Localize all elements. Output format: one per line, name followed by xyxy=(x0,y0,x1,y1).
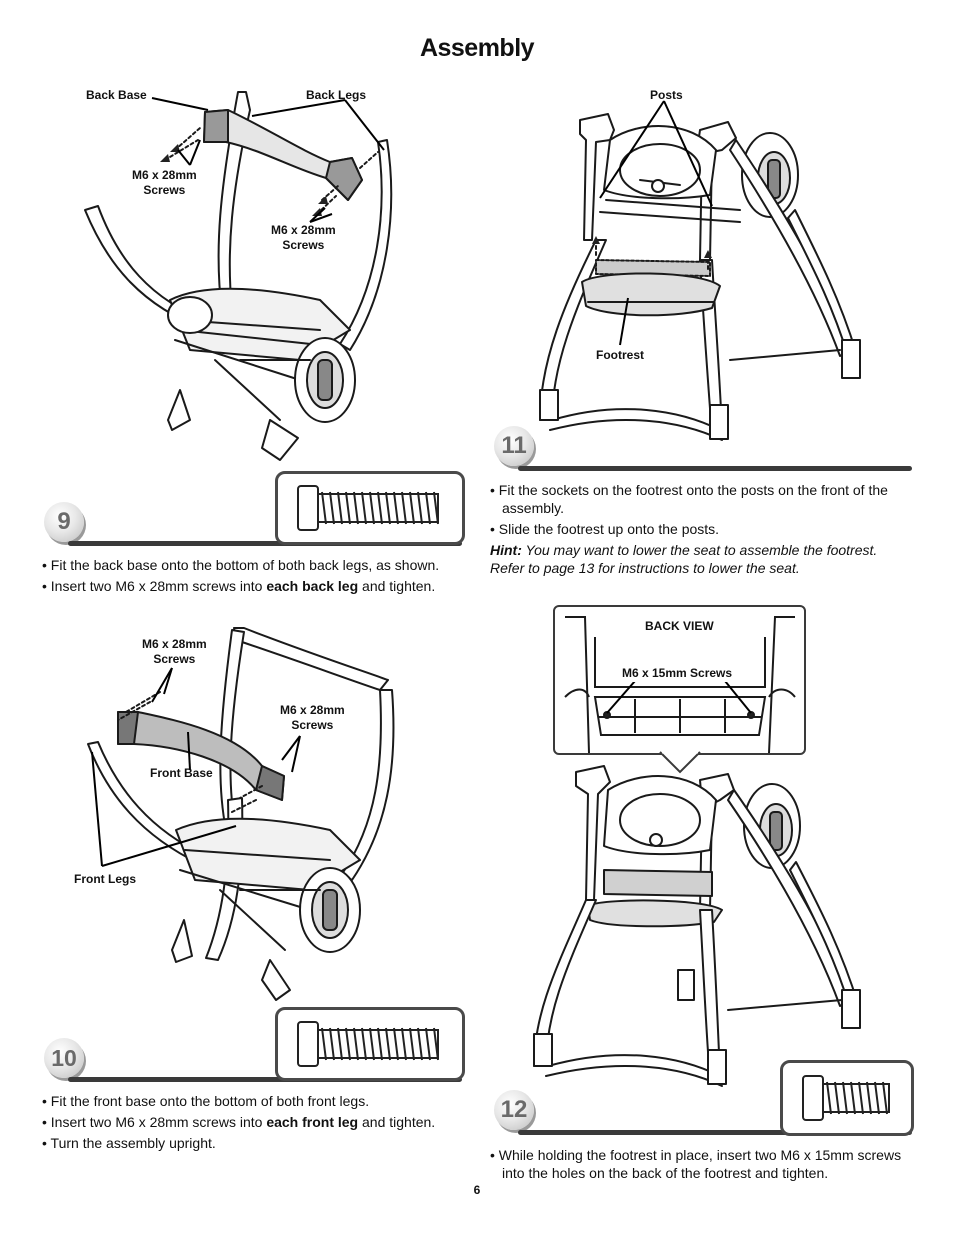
step11-bullet-1-text: Fit the sockets on the footrest onto the… xyxy=(498,482,888,516)
step10-bullet-2-post: and tighten. xyxy=(358,1114,436,1130)
label-screws-12: M6 x 15mm Screws xyxy=(617,665,738,682)
label-screws-10a-line2: Screws xyxy=(153,652,196,666)
step10-number: 10 xyxy=(51,1044,77,1071)
step11-number: 11 xyxy=(501,432,527,459)
step12-instructions: • While holding the footrest in place, i… xyxy=(490,1146,914,1185)
step10-screw-actual-size xyxy=(275,1007,465,1081)
step9-instructions: • Fit the back base onto the bottom of b… xyxy=(42,556,462,598)
step10-bullet-2-pre: Insert two M6 x 28mm screws into xyxy=(50,1114,267,1130)
label-screws-9b-line2: Screws xyxy=(282,238,325,252)
step11-hint-label: Hint: xyxy=(490,542,522,558)
label-back-base: Back Base xyxy=(86,88,147,102)
step10-bullet-1: • Fit the front base onto the bottom of … xyxy=(42,1093,370,1109)
step9-bullet-1: • Fit the back base onto the bottom of b… xyxy=(42,557,440,573)
label-screws-9b-line1: M6 x 28mm xyxy=(271,223,336,237)
step9-bullet-2: • Insert two M6 x 28mm screws into each … xyxy=(42,578,436,594)
step11-hint: Hint: You may want to lower the seat to … xyxy=(490,541,910,577)
label-screws-9a-line2: Screws xyxy=(143,183,186,197)
step10-bullet-2-bold: each front leg xyxy=(266,1114,359,1130)
step9-bullet-1-text: Fit the back base onto the bottom of bot… xyxy=(50,557,440,573)
step10-bullet-3: • Turn the assembly upright. xyxy=(42,1135,216,1151)
label-screws-10a-line1: M6 x 28mm xyxy=(142,637,207,651)
label-footrest: Footrest xyxy=(596,348,644,362)
label-screws-10a: M6 x 28mm Screws xyxy=(142,637,207,667)
label-screws-9a-line1: M6 x 28mm xyxy=(132,168,197,182)
step11-hint-text: You may want to lower the seat to assemb… xyxy=(490,542,878,576)
step9-bullet-2-bold: each back leg xyxy=(266,578,359,594)
label-posts: Posts xyxy=(650,88,683,102)
step10-instructions: • Fit the front base onto the bottom of … xyxy=(42,1092,462,1155)
step11-bullet-2: • Slide the footrest up onto the posts. xyxy=(490,521,720,537)
step9-bullet-2-post: and tighten. xyxy=(358,578,436,594)
label-front-base: Front Base xyxy=(150,766,213,780)
step11-rule xyxy=(518,466,912,471)
label-screws-10b: M6 x 28mm Screws xyxy=(280,703,345,733)
page-title: Assembly xyxy=(419,34,535,62)
screw-icon xyxy=(297,1021,439,1067)
step10-rule xyxy=(68,1077,462,1082)
step11-instructions: • Fit the sockets on the footrest onto t… xyxy=(490,481,910,580)
step9-rule xyxy=(68,541,462,546)
screw-icon xyxy=(802,1075,890,1121)
back-view-illustration xyxy=(564,616,796,754)
step12-number-badge: 12 xyxy=(494,1090,534,1130)
step12-screw-actual-size xyxy=(780,1060,914,1136)
label-back-legs: Back Legs xyxy=(306,88,367,102)
screw-icon xyxy=(297,485,439,531)
step9-number-badge: 9 xyxy=(44,502,84,542)
step9-number: 9 xyxy=(57,508,71,535)
step12-bullet-1-text: While holding the footrest in place, ins… xyxy=(498,1147,902,1181)
step10-bullet-1-text: Fit the front base onto the bottom of bo… xyxy=(50,1093,370,1109)
page-number: 6 xyxy=(473,1183,481,1197)
step11-number-badge: 11 xyxy=(494,426,534,466)
label-front-legs: Front Legs xyxy=(74,872,136,886)
label-back-view: BACK VIEW xyxy=(645,619,714,633)
label-screws-9b: M6 x 28mm Screws xyxy=(271,223,336,253)
label-screws-10b-line1: M6 x 28mm xyxy=(280,703,345,717)
step10-bullet-3-text: Turn the assembly upright. xyxy=(50,1135,216,1151)
step11-bullet-1: • Fit the sockets on the footrest onto t… xyxy=(490,482,888,516)
step11-bullet-2-text: Slide the footrest up onto the posts. xyxy=(498,521,720,537)
label-screws-10b-line2: Screws xyxy=(291,718,334,732)
back-view-inset: BACK VIEW M6 x 15mm Screws xyxy=(553,605,806,755)
step10-bullet-2: • Insert two M6 x 28mm screws into each … xyxy=(42,1114,436,1130)
step10-number-badge: 10 xyxy=(44,1038,84,1078)
step12-bullet-1: • While holding the footrest in place, i… xyxy=(490,1147,902,1181)
step9-screw-actual-size xyxy=(275,471,465,545)
step9-bullet-2-pre: Insert two M6 x 28mm screws into xyxy=(50,578,267,594)
label-screws-9a: M6 x 28mm Screws xyxy=(132,168,197,198)
step12-number: 12 xyxy=(500,1096,528,1123)
step12-rule xyxy=(518,1130,912,1135)
